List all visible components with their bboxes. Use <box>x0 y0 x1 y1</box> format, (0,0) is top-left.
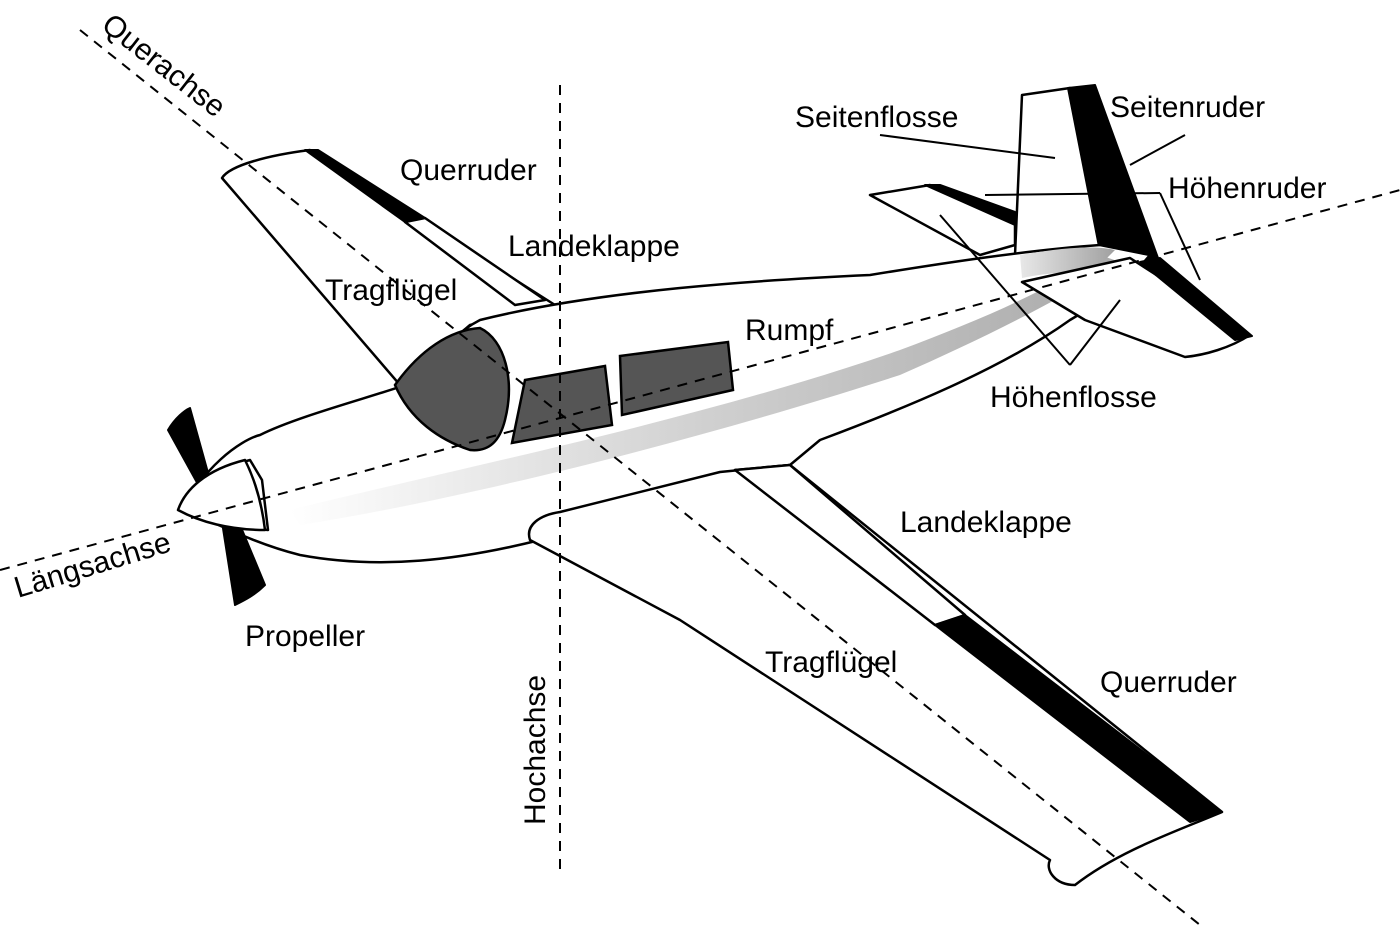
leader-seitenruder <box>1129 134 1186 166</box>
propeller-blade-bottom <box>221 519 266 606</box>
leader-hoehenflosse-b <box>1069 299 1121 366</box>
upper-wing <box>220 148 557 387</box>
windshield <box>393 326 511 452</box>
lower-wing <box>527 463 1224 887</box>
propeller <box>167 407 267 606</box>
label-laengsachse: Längsachse <box>10 526 174 605</box>
leader-hoehenruder-a <box>984 192 1161 196</box>
upper-elevator <box>924 184 1016 226</box>
label-querruder-bottom: Querruder <box>1100 666 1237 699</box>
label-hoehenflosse: Höhenflosse <box>990 381 1157 414</box>
lower-aileron <box>934 614 1223 823</box>
querachse-axis-line <box>79 29 1201 926</box>
label-landeklappe-top: Landeklappe <box>508 230 680 263</box>
propeller-spinner <box>176 458 267 532</box>
label-tragfluegel-bottom: Tragflügel <box>765 646 897 679</box>
leader-hoehenflosse-a <box>939 214 1071 366</box>
leader-lines <box>879 134 1201 366</box>
label-hoehenruder: Höhenruder <box>1168 172 1326 205</box>
upper-flap <box>403 216 547 307</box>
lower-stabilizer <box>1020 256 1253 359</box>
propeller-blade-top <box>167 407 211 489</box>
label-seitenruder: Seitenruder <box>1110 91 1265 124</box>
leader-hoehenruder-b <box>1159 192 1201 281</box>
lower-wing-surface <box>527 463 1224 887</box>
fuselage-shading <box>290 255 1120 525</box>
label-tragfluegel-top: Tragflügel <box>325 274 457 307</box>
label-querachse: Querachse <box>96 8 232 124</box>
side-window-2 <box>618 340 735 417</box>
label-querruder-top: Querruder <box>400 154 537 187</box>
label-hochachse: Hochachse <box>519 675 552 825</box>
tail-stripe <box>1020 247 1115 278</box>
leader-seitenflosse <box>879 134 1056 159</box>
laengsachse-axis-line <box>0 189 1400 571</box>
label-propeller: Propeller <box>245 620 365 653</box>
upper-stabilizer <box>868 183 1017 257</box>
cabin-windows <box>393 326 735 452</box>
label-rumpf: Rumpf <box>745 314 834 347</box>
side-window-1 <box>510 364 614 445</box>
label-seitenflosse: Seitenflosse <box>795 101 958 134</box>
lower-elevator <box>1139 257 1253 341</box>
label-landeklappe-bottom: Landeklappe <box>900 506 1072 539</box>
